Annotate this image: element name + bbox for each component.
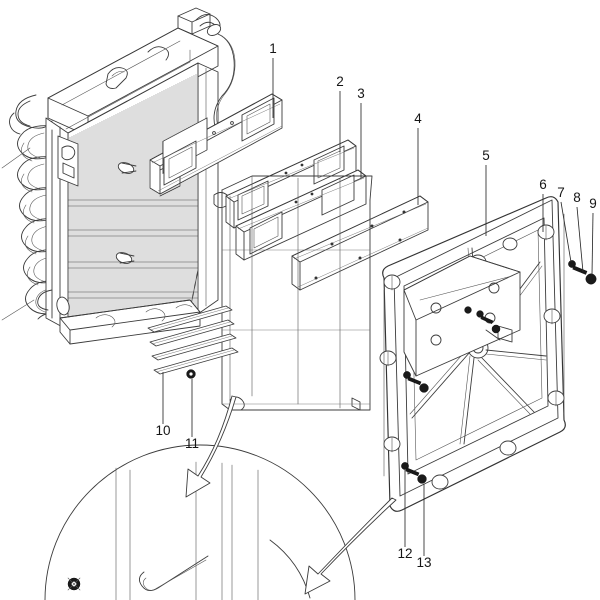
mounting-nut-11 — [186, 369, 196, 379]
callout-5: 5 — [482, 148, 490, 163]
detail-circle-bottom — [44, 444, 356, 600]
fastener-set-mid-left — [403, 371, 429, 393]
center-baffle-plate — [291, 195, 429, 291]
callout-13: 13 — [416, 555, 431, 570]
callout-2: 2 — [336, 74, 344, 89]
callout-7: 7 — [557, 185, 565, 200]
core-fin-lines — [69, 74, 197, 330]
seal-frame-2 — [225, 139, 357, 229]
callout-10: 10 — [155, 423, 170, 438]
shroud-upper-bracket — [403, 255, 521, 377]
fastener-set-789 — [568, 260, 597, 285]
callout-4: 4 — [414, 111, 422, 126]
callout-3: 3 — [357, 86, 365, 101]
detail-arrow-right — [304, 497, 397, 595]
callout-leader-lines — [162, 58, 594, 556]
callout-11: 11 — [185, 436, 199, 451]
callout-numbers: 1 2 3 4 5 6 7 8 9 10 11 12 13 — [155, 41, 596, 570]
radiator-outlet-tubes — [115, 162, 137, 264]
callout-1: 1 — [269, 41, 277, 56]
air-duct-body — [221, 175, 373, 411]
radiator-finned-core — [67, 62, 199, 331]
radiator-core-assembly — [1, 7, 236, 345]
seal-frame-1 — [149, 93, 283, 197]
fastener-set-1213 — [401, 462, 427, 484]
fastener-set-bracket — [464, 306, 501, 334]
radiator-filler-neck — [177, 7, 236, 131]
shim-spacer-set — [147, 305, 239, 375]
radiator-lower-tank — [59, 299, 201, 345]
fan-shroud — [379, 196, 566, 512]
callout-9: 9 — [589, 196, 597, 211]
radiator-upper-tank — [47, 27, 219, 137]
callout-8: 8 — [573, 190, 581, 205]
radiator-side-tank-left — [37, 117, 79, 331]
detail-arrow-left — [185, 395, 237, 498]
callout-12: 12 — [397, 546, 412, 561]
callout-6: 6 — [539, 177, 547, 192]
